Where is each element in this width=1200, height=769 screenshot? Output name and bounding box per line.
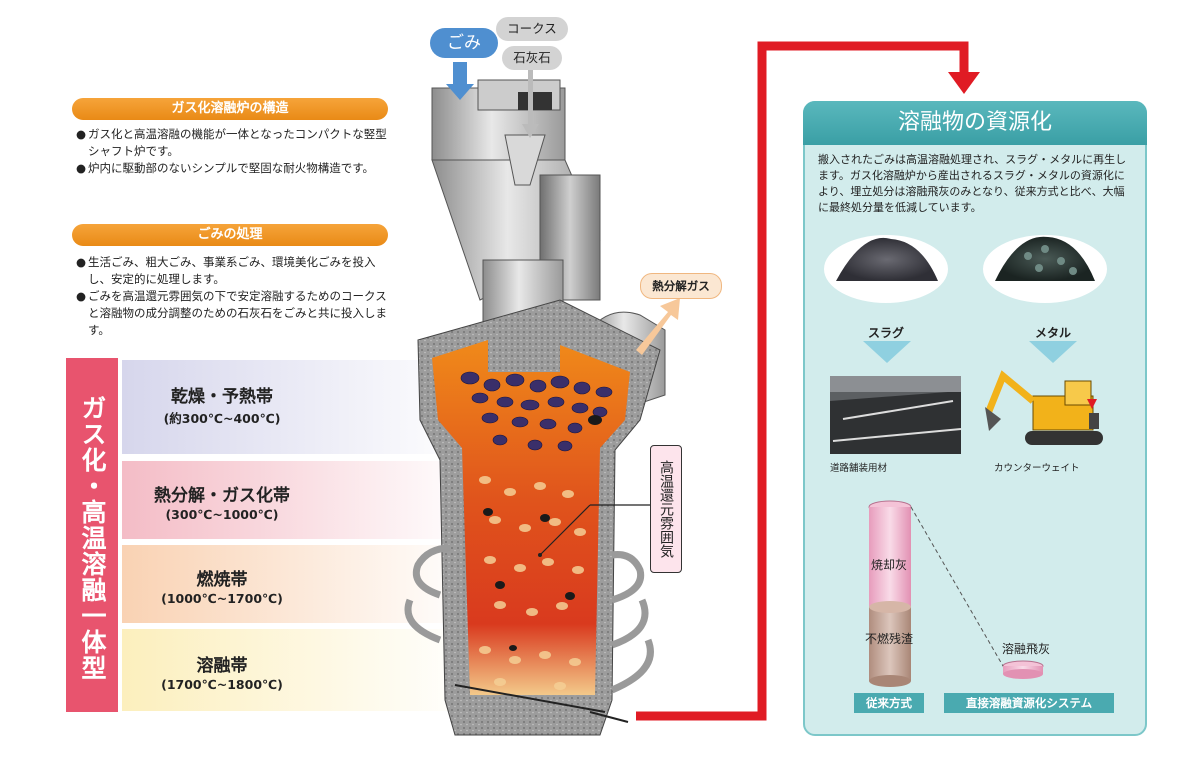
vertical-title: ガス化・高温溶融一体型 — [78, 395, 107, 681]
resource-title: 溶融物の資源化 — [803, 101, 1147, 145]
zone-name: 乾燥・予熱帯 — [171, 387, 273, 407]
incineration-ash-label: 焼却灰 — [870, 558, 907, 572]
zone-name: 溶融帯 — [196, 656, 248, 676]
structure-heading: ガス化溶融炉の構造 — [72, 98, 388, 120]
zone-name: 熱分解・ガス化帯 — [154, 486, 290, 506]
zone-temp: (約300℃~400℃) — [163, 411, 281, 426]
structure-bullet: 炉内に駆動部のないシンプルで堅固な耐火物構造です。 — [76, 160, 390, 177]
zone-drying: 乾燥・予熱帯 (約300℃~400℃) — [122, 360, 472, 454]
zone-temp: (300℃~1000℃) — [165, 507, 279, 522]
zone-pyrolysis: 熱分解・ガス化帯 (300℃~1000℃) — [122, 461, 472, 539]
zone-band-combustion — [122, 545, 472, 623]
road-caption: 道路舗装用材 — [830, 463, 888, 474]
noncombustible-label: 不燃残渣 — [864, 632, 913, 646]
treatment-bullet: ごみを高温還元雰囲気の下で安定溶融するためのコークスと溶融物の成分調整のための石… — [76, 288, 390, 339]
fly-ash-label: 溶融飛灰 — [1001, 642, 1050, 656]
limestone-input-badge: 石灰石 — [502, 46, 562, 70]
structure-bullets: ガス化と高温溶融の機能が一体となったコンパクトな竪型シャフト炉です。 炉内に駆動… — [76, 126, 390, 177]
zone-name: 燃焼帯 — [196, 570, 248, 590]
structure-bullet: ガス化と高温溶融の機能が一体となったコンパクトな竪型シャフト炉です。 — [76, 126, 390, 160]
metal-label: メタル — [1034, 326, 1071, 340]
coke-input-badge: コークス — [496, 17, 568, 41]
zone-combustion: 燃焼帯 (1000℃~1700℃) — [122, 545, 472, 623]
resource-illustrations — [824, 235, 1107, 687]
direct-melting-system-tag: 直接溶融資源化システム — [944, 693, 1114, 713]
zone-melting: 溶融帯 (1700℃~1800℃) — [122, 629, 472, 711]
treatment-bullets: 生活ごみ、粗大ごみ、事業系ごみ、環境美化ごみを投入し、安定的に処理します。 ごみ… — [76, 254, 390, 339]
conventional-method-tag: 従来方式 — [854, 693, 924, 713]
vertical-title-band — [66, 358, 118, 712]
zone-temp: (1700℃~1800℃) — [161, 677, 283, 692]
treatment-heading: ごみの処理 — [72, 224, 388, 246]
slag-label: スラグ — [867, 326, 904, 340]
reducing-atmosphere-label: 高温還元雰囲気 — [650, 445, 682, 573]
zone-temp: (1000℃~1700℃) — [161, 591, 283, 606]
zone-band-drying — [122, 360, 472, 454]
gomi-input-badge: ごみ — [430, 28, 498, 58]
resource-description: 搬入されたごみは高温溶融処理され、スラグ・メタルに再生します。ガス化溶融炉から産… — [818, 153, 1127, 214]
zone-band-pyrolysis — [122, 461, 472, 539]
pyrolysis-gas-label: 熱分解ガス — [640, 273, 722, 299]
zone-band-melting — [122, 629, 472, 711]
treatment-bullet: 生活ごみ、粗大ごみ、事業系ごみ、環境美化ごみを投入し、安定的に処理します。 — [76, 254, 390, 288]
counterweight-caption: カウンターウェイト — [994, 463, 1080, 474]
